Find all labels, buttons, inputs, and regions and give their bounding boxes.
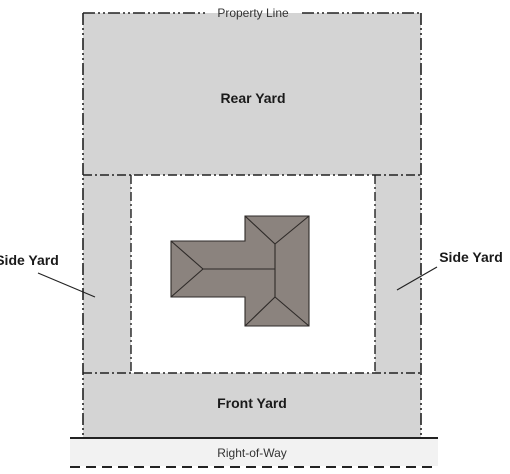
front-yard-area: [83, 373, 421, 438]
property-line: [82, 12, 422, 438]
side-yard-right-label: Side Yard: [439, 249, 503, 265]
house-hip-line: [244, 215, 276, 245]
front-yard-label: Front Yard: [217, 395, 287, 411]
right-of-way-area: [70, 438, 438, 466]
house-hip-line: [274, 296, 310, 327]
side-yard-left-area: [83, 175, 131, 373]
house: [170, 215, 310, 327]
house-hip-line: [170, 240, 204, 270]
right-of-way-label: Right-of-Way: [217, 446, 287, 460]
house-hip-line: [244, 296, 276, 327]
house-hip-line: [170, 268, 204, 298]
setback-lines: [83, 174, 421, 374]
property-line-label: Property Line: [217, 6, 289, 20]
house-hip-line: [274, 215, 310, 245]
rear-yard-label: Rear Yard: [220, 90, 285, 106]
side-yard-left-leader: [37, 272, 96, 298]
side-yard-right-area: [375, 175, 421, 373]
side-yard-right-leader: [396, 266, 438, 291]
side-yard-left-label: Side Yard: [0, 252, 59, 268]
rear-yard-area: [83, 13, 421, 175]
